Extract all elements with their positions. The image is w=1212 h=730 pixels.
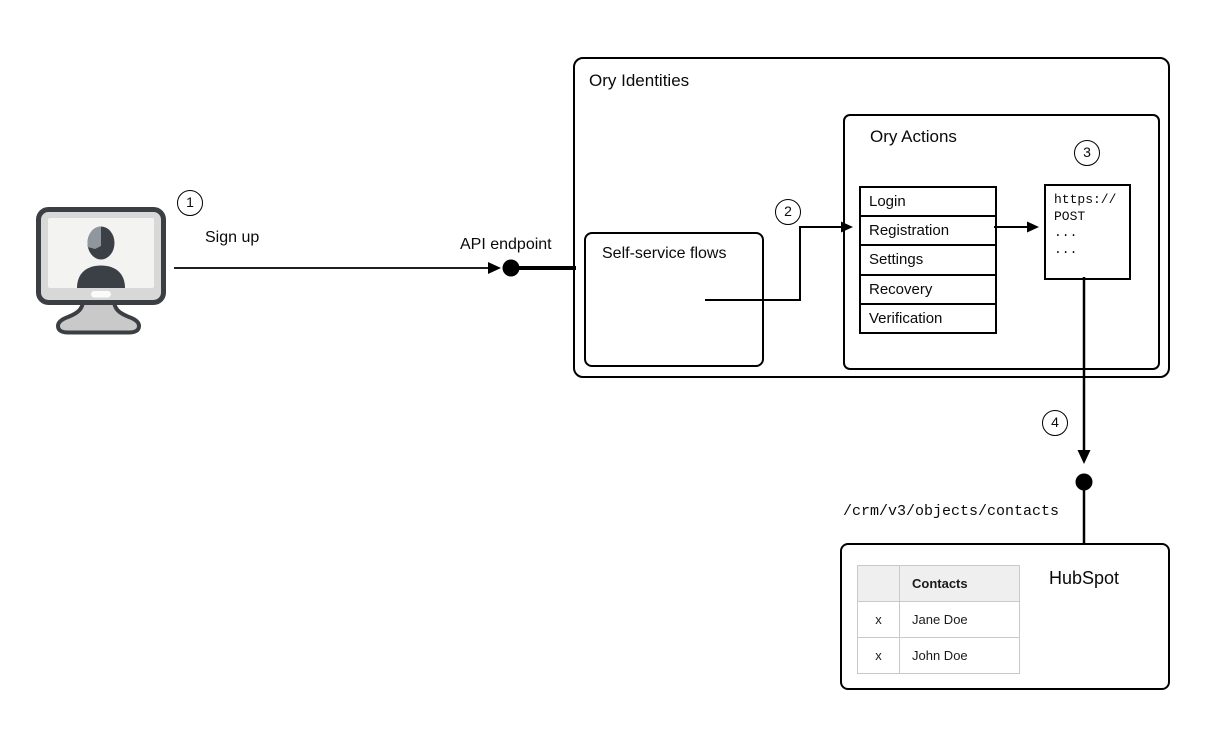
api-endpoint-label: API endpoint bbox=[460, 236, 552, 253]
contact-row-marker: x bbox=[857, 637, 900, 674]
contact-row-name: Jane Doe bbox=[899, 601, 1020, 638]
contacts-table: Contacts x Jane Doe x John Doe bbox=[857, 565, 1020, 674]
hubspot-title: HubSpot bbox=[1049, 568, 1120, 588]
ory-actions-title: Ory Actions bbox=[870, 127, 957, 146]
user-shoulders bbox=[77, 265, 125, 288]
flow-item-registration: Registration bbox=[859, 215, 997, 247]
contact-row-marker: x bbox=[857, 601, 900, 638]
monitor-button bbox=[91, 291, 111, 298]
step-badge-4: 4 bbox=[1042, 410, 1068, 436]
flow-item-login: Login bbox=[859, 186, 997, 218]
ory-actions-box: Ory Actions Login Registration Settings … bbox=[843, 114, 1160, 370]
signup-arrowhead bbox=[488, 262, 501, 274]
monitor-stand bbox=[56, 298, 141, 335]
endpoint-path-label: /crm/v3/objects/contacts bbox=[843, 503, 1060, 520]
contacts-header-row: Contacts bbox=[857, 565, 1020, 602]
self-service-flows-title: Self-service flows bbox=[602, 245, 727, 262]
user-head-highlight bbox=[87, 226, 101, 249]
contact-row: x Jane Doe bbox=[857, 601, 1020, 638]
api-endpoint-dot bbox=[502, 259, 520, 277]
user-terminal-icon bbox=[36, 207, 166, 335]
contact-row-name: John Doe bbox=[899, 637, 1020, 674]
ory-identities-box: Ory Identities Self-service flows Ory Ac… bbox=[573, 57, 1170, 378]
code-line: ... bbox=[1054, 225, 1078, 240]
contacts-header-label: Contacts bbox=[899, 565, 1020, 602]
self-service-flows-box: Self-service flows bbox=[584, 232, 764, 367]
down-arrowhead bbox=[1077, 450, 1091, 464]
flow-item-recovery: Recovery bbox=[859, 273, 997, 305]
step-badge-3: 3 bbox=[1074, 140, 1100, 166]
flows-list: Login Registration Settings Recovery Ver… bbox=[859, 186, 997, 334]
contacts-header-empty bbox=[857, 565, 900, 602]
flow-item-settings: Settings bbox=[859, 244, 997, 276]
code-line: https:// bbox=[1054, 192, 1117, 207]
code-line: ... bbox=[1054, 241, 1078, 257]
webhook-request-code: https:// POST ... ... bbox=[1054, 192, 1116, 258]
code-line: POST bbox=[1054, 208, 1086, 224]
ory-identities-title: Ory Identities bbox=[589, 71, 690, 90]
step-badge-1: 1 bbox=[177, 190, 203, 216]
hubspot-box: HubSpot Contacts x Jane Doe x John Doe bbox=[840, 543, 1170, 690]
webhook-request-box: https:// POST ... ... bbox=[1044, 184, 1131, 280]
flow-item-verification: Verification bbox=[859, 302, 997, 334]
hubspot-endpoint-dot bbox=[1075, 473, 1093, 491]
signup-label: Sign up bbox=[205, 229, 260, 246]
step-badge-2: 2 bbox=[775, 199, 801, 225]
contact-row: x John Doe bbox=[857, 637, 1020, 674]
